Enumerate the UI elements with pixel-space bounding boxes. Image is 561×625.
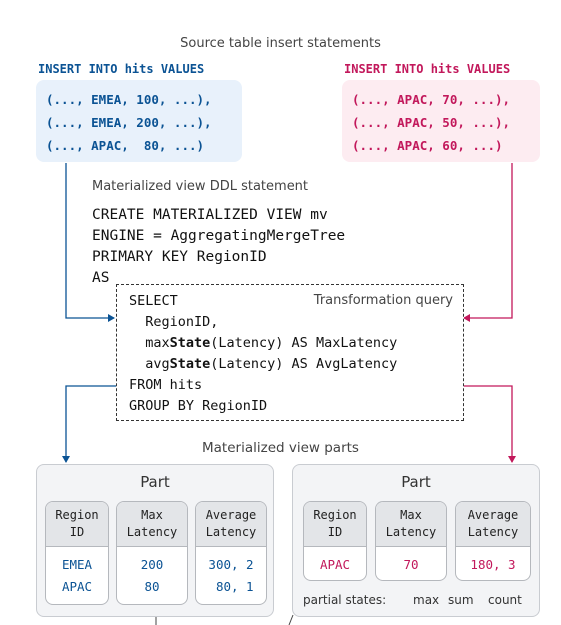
cell: 180, 3 <box>470 557 516 572</box>
cell: 300, 2 <box>208 557 254 572</box>
insert-left-row: (..., EMEA, 200, ...), <box>46 115 212 130</box>
part-title: Part <box>401 473 431 491</box>
cell: 80 <box>144 579 160 594</box>
annotation-max: max <box>413 593 440 607</box>
annotation-count: count <box>488 593 522 607</box>
transformation-query-box: Transformation query SELECT RegionID, ma… <box>116 284 464 421</box>
part-title: Part <box>140 473 170 491</box>
ddl-statement: CREATE MATERIALIZED VIEW mv ENGINE = Agg… <box>92 205 345 289</box>
insert-right-row: (..., APAC, 50, ...), <box>352 115 511 130</box>
cell: 80, 1 <box>208 579 254 594</box>
query-line: FROM hits <box>129 377 203 393</box>
insert-right-row: (..., APAC, 70, ...), <box>352 92 511 107</box>
query-line: SELECT <box>129 293 178 309</box>
source-caption: Source table insert statements <box>180 36 381 51</box>
query-line-maxstate: maxState(Latency) AS MaxLatency <box>129 335 398 351</box>
partial-states-label: partial states: <box>303 593 387 607</box>
cell: APAC <box>319 557 351 572</box>
ddl-line: ENGINE = AggregatingMergeTree <box>92 228 346 244</box>
arrow-right-source-to-query <box>463 163 513 322</box>
arrow-query-to-right-part <box>464 385 516 463</box>
ddl-caption: Materialized view DDL statement <box>92 179 309 194</box>
arrow-left-source-to-query <box>65 163 115 322</box>
insert-left-box: (..., EMEA, 100, ...), (..., EMEA, 200, … <box>36 80 242 162</box>
query-line: RegionID, <box>129 314 219 330</box>
arrow-query-to-left-part <box>62 385 116 463</box>
insert-right-box: (..., APAC, 70, ...), (..., APAC, 50, ..… <box>342 80 540 162</box>
ddl-line: PRIMARY KEY RegionID <box>92 249 267 265</box>
insert-left-row: (..., APAC, 80, ...) <box>46 138 205 153</box>
insert-right-row: (..., APAC, 60, ...) <box>352 138 503 153</box>
ddl-line: AS <box>92 270 110 286</box>
cell: 70 <box>403 557 419 572</box>
transformation-query-label: Transformation query <box>313 293 453 308</box>
cell: 200 <box>140 557 164 572</box>
cell: APAC <box>61 579 93 594</box>
insert-left-row: (..., EMEA, 100, ...), <box>46 92 212 107</box>
cell: EMEA <box>61 557 93 572</box>
query-line: GROUP BY RegionID <box>129 398 268 414</box>
insert-left-header: INSERT INTO hits VALUES <box>38 62 205 76</box>
bottom-stub-right <box>288 614 294 625</box>
annotation-sum: sum <box>448 593 474 607</box>
query-line-avgstate: avgState(Latency) AS AvgLatency <box>129 356 398 372</box>
parts-caption: Materialized view parts <box>202 440 359 456</box>
ddl-line: CREATE MATERIALIZED VIEW mv <box>92 207 328 223</box>
insert-right-header: INSERT INTO hits VALUES <box>344 62 511 76</box>
